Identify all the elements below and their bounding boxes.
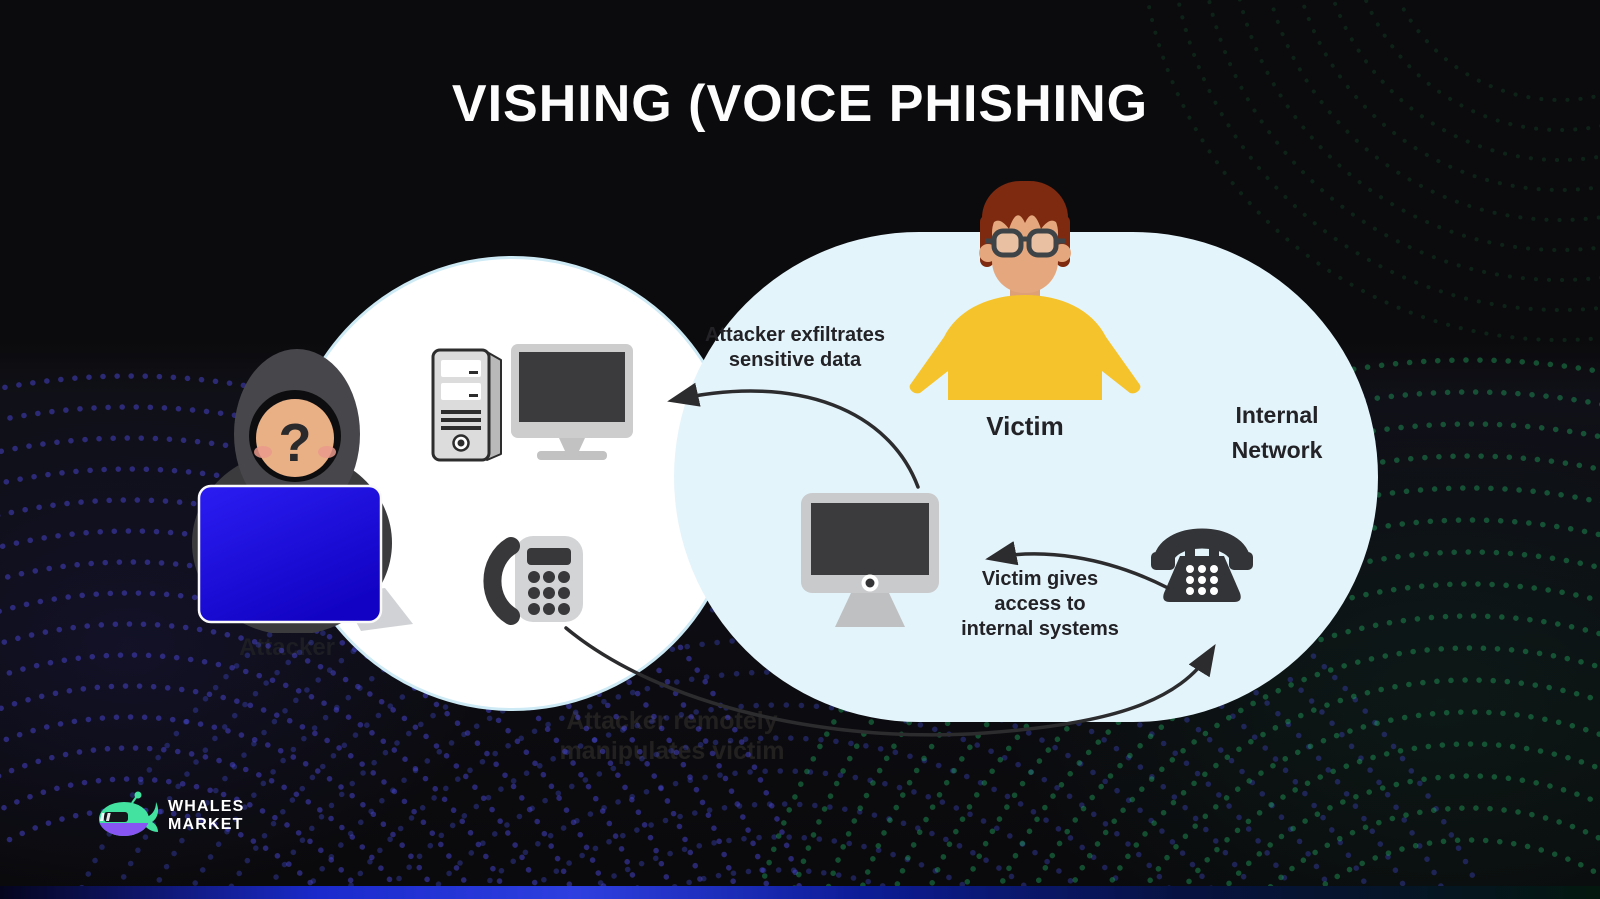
access-line1: Victim gives [981,568,1099,590]
glasses-icon [985,228,1065,258]
attacker-illustration: ? [192,349,413,633]
phone-handset [483,537,520,625]
manipulate-line1: Attacker remotely [566,707,778,735]
manipulate-line2: manipulates victim [559,737,785,765]
monitor-stand [835,593,905,627]
exfiltrate-line2: sensitive data [728,349,862,371]
phone-keypad [528,571,570,615]
logo-wordmark: WHALES MARKET [168,798,245,833]
bottom-accent-bar [0,886,1600,899]
monitor-icon [801,493,939,627]
manipulate-annotation: Attacker remotely manipulates victim [542,706,802,766]
monitor-screen [811,503,929,575]
access-line2: access to [994,593,1086,615]
victim-hair-front [986,183,1064,237]
whales-market-logo: WHALES MARKET [96,788,245,844]
logo-line2: MARKET [168,816,244,833]
internal-network-label: Internal Network [1187,398,1367,467]
whale-icon [99,791,159,836]
victim-shirt [909,295,1141,400]
desk-phone-icon [483,536,583,625]
access-annotation: Victim gives access to internal systems [920,567,1160,642]
exfiltrate-annotation: Attacker exfiltrates sensitive data [672,323,918,373]
monitor-screen [519,352,625,422]
question-mark: ? [279,413,312,473]
attacker-label: Attacker [212,634,362,663]
telephone-icon [1151,528,1253,602]
victim-label: Victim [986,411,1064,441]
exfiltrate-line1: Attacker exfiltrates [704,324,886,346]
internal-network-line1: Internal [1235,402,1319,428]
workstation-icon [431,344,633,462]
telephone-keypad [1186,565,1218,595]
phone-display [527,548,571,565]
page-title: VISHING (VOICE PHISHING [451,75,1149,133]
attacker-label-text: Attacker [238,634,336,661]
logo-line1: WHALES [168,798,245,816]
victim-illustration [909,181,1141,400]
laptop [197,484,383,624]
internal-network-line2: Network [1231,436,1323,463]
access-line3: internal systems [961,618,1119,640]
